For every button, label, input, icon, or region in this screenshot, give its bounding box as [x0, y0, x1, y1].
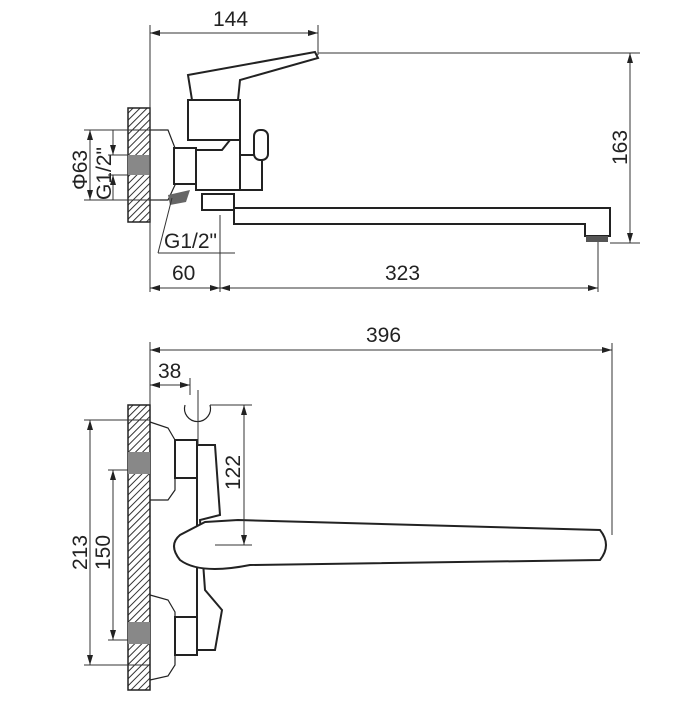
dim-396: 396: [366, 324, 401, 347]
dim-122: 122: [222, 455, 245, 490]
side-view: 396 38 122 213 150: [69, 324, 613, 691]
diverter-knob: [253, 129, 269, 161]
cartridge: [187, 99, 241, 141]
lever-handle: [186, 50, 320, 101]
dim-163: 163: [609, 130, 632, 165]
valve-body: [196, 444, 224, 651]
lower-nut: [174, 616, 198, 656]
dim-phi63: Φ63: [69, 150, 92, 190]
dim-g12-inlet: G1/2": [93, 147, 116, 200]
top-view: 144 163 60 323 Φ63 G1/2" G1/2": [69, 8, 640, 292]
wall-flanges: [127, 404, 151, 691]
dim-38: 38: [158, 360, 181, 383]
dim-213: 213: [69, 535, 92, 570]
dim-323: 323: [385, 262, 420, 285]
flange-cone: [150, 129, 176, 201]
upper-nut: [174, 439, 198, 479]
upper-flange-cone: [149, 421, 176, 501]
dim-60: 60: [172, 262, 195, 285]
spout: [233, 207, 611, 237]
flange-thread: [128, 155, 150, 175]
dim-150: 150: [92, 535, 115, 570]
dim-g12-outlet: G1/2": [164, 230, 217, 253]
outlet-thread: [168, 190, 190, 205]
valve-body: [195, 139, 241, 191]
aerator: [586, 236, 608, 242]
dim-144: 144: [213, 8, 248, 31]
spout-nut: [201, 193, 235, 211]
inlet-nut: [173, 147, 197, 185]
lower-flange-cone: [149, 594, 176, 681]
spout-lever: [173, 518, 607, 570]
